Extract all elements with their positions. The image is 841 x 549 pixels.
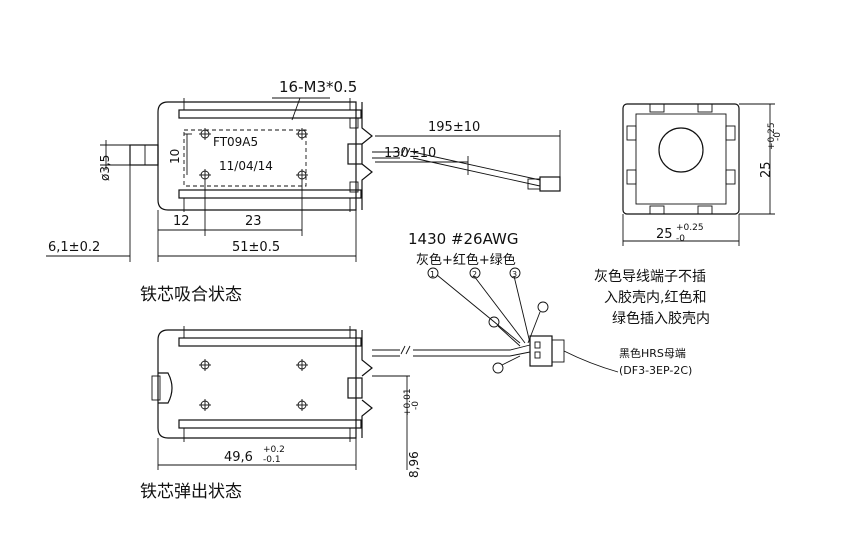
- connector-line-2: (DF3-3EP-2C): [619, 364, 692, 377]
- dim-51-label: 51±0.5: [232, 240, 280, 255]
- dim-195-label: 195±10: [428, 120, 480, 135]
- state-release-caption: 铁芯弹出状态: [140, 482, 242, 502]
- top-rail-upper: [178, 109, 362, 119]
- end-view: [622, 103, 740, 215]
- bottom-view-body: [151, 326, 373, 442]
- note-line-3: 绿色插入胶壳内: [612, 310, 710, 327]
- top-view-body: [129, 98, 373, 212]
- dim-25-right-label: 25: [759, 161, 774, 178]
- dim-25-bottom-tol: +0.25: [676, 223, 704, 233]
- circled-1: 1: [430, 270, 435, 279]
- mount-hole: [296, 169, 308, 181]
- wire-spec-label: 1430 #26AWG: [408, 230, 519, 248]
- dim-25-right-tol-low: -0: [773, 132, 783, 141]
- dim-10-label: 10: [168, 149, 182, 164]
- note-line-1: 灰色导线端子不插: [594, 268, 706, 285]
- dim-12-label: 12: [173, 214, 190, 229]
- thread-spec-label: 16-M3*0.5: [279, 78, 357, 96]
- dim-896-label: 8,96: [407, 451, 421, 478]
- hrs-connector: [529, 335, 553, 367]
- dim-25-bottom-tol-low: -0: [676, 234, 685, 244]
- dim-496-tol-low: -0.1: [263, 455, 281, 465]
- model-label: FT09A5: [213, 135, 258, 149]
- dim-496-tol: +0.2: [263, 445, 285, 455]
- wire-colors-label: 灰色+红色+绿色: [416, 252, 516, 268]
- wire-marker: [492, 362, 504, 374]
- state-attract-caption: 铁芯吸合状态: [140, 285, 242, 305]
- mount-hole: [199, 128, 211, 140]
- dim-61-label: 6,1±0.2: [48, 240, 100, 255]
- mount-hole: [296, 128, 308, 140]
- dim-130-label: 130±10: [384, 146, 436, 161]
- dim-896-tol-low: -0: [411, 401, 421, 410]
- dim-496-label: 49,6: [224, 450, 253, 465]
- mount-hole: [199, 169, 211, 181]
- connector-line-1: 黑色HRS母端: [619, 346, 686, 360]
- date-label: 11/04/14: [219, 159, 273, 173]
- dim-dia-label: ø3,5: [98, 155, 112, 181]
- circled-2: 2: [472, 270, 477, 279]
- dim-25-bottom-label: 25: [656, 227, 673, 242]
- note-line-2: 入胶壳内,红色和: [604, 289, 706, 306]
- wire-marker: [488, 316, 500, 328]
- wire-marker: [537, 301, 549, 313]
- top-rail-lower: [178, 189, 362, 199]
- circled-3: 3: [512, 270, 517, 279]
- dim-23-label: 23: [245, 214, 262, 229]
- dim-25-right-tol: +0.25: [767, 122, 777, 150]
- dim-896-tol: +0.01: [403, 388, 413, 416]
- plunger: [129, 144, 159, 166]
